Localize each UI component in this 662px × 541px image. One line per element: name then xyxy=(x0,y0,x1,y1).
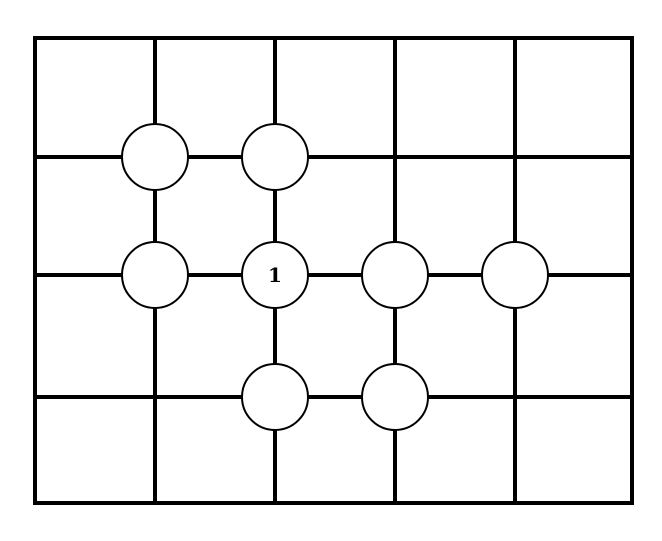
node-circle xyxy=(361,241,429,309)
node-circle xyxy=(121,241,189,309)
node-circle xyxy=(241,123,309,191)
node-circles: 1 xyxy=(121,123,549,431)
node-circle xyxy=(481,241,549,309)
node xyxy=(241,363,309,431)
node xyxy=(121,123,189,191)
node-circle xyxy=(241,363,309,431)
node xyxy=(361,363,429,431)
node-circle xyxy=(361,363,429,431)
grid-frame xyxy=(33,36,634,505)
node-circle xyxy=(241,241,309,309)
node-circle xyxy=(121,123,189,191)
node xyxy=(121,241,189,309)
node xyxy=(481,241,549,309)
node xyxy=(241,123,309,191)
node-label: 1 xyxy=(268,263,282,287)
node xyxy=(361,241,429,309)
node: 1 xyxy=(241,241,309,309)
